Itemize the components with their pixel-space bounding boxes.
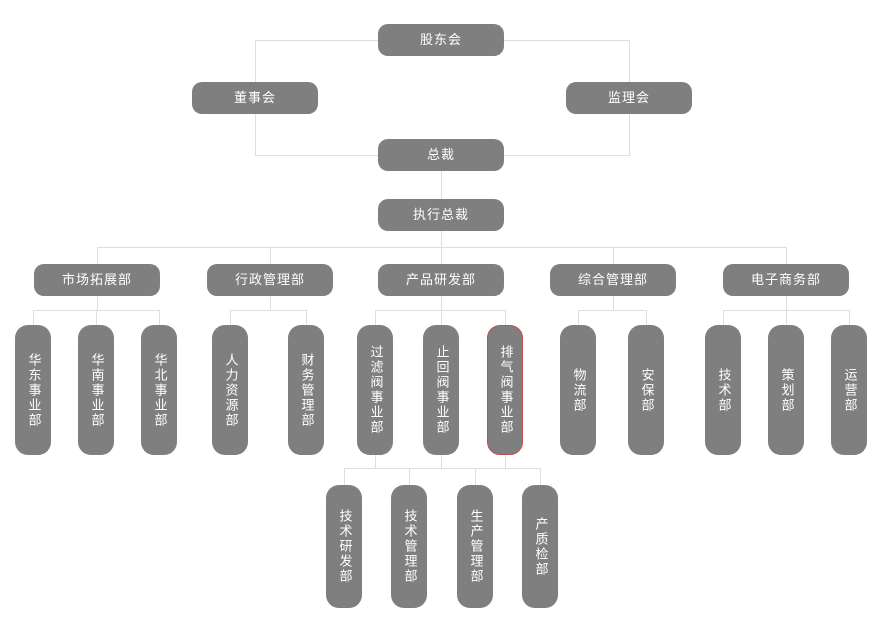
org-node-operations-dept[interactable]: 运营部 — [831, 325, 867, 455]
org-node-tech-mgmt-dept[interactable]: 技术管理部 — [391, 485, 427, 608]
connector-line — [646, 310, 647, 325]
connector-line — [375, 310, 505, 311]
connector-line — [344, 468, 345, 485]
org-node-executive-president[interactable]: 执行总裁 — [378, 199, 504, 231]
org-node-shareholders[interactable]: 股东会 — [378, 24, 504, 56]
connector-line — [786, 310, 787, 325]
connector-line — [441, 455, 442, 468]
connector-line — [441, 310, 442, 325]
connector-line — [230, 310, 306, 311]
org-node-check-valve-division[interactable]: 止回阀事业部 — [423, 325, 459, 455]
connector-line — [306, 310, 307, 325]
connector-line — [375, 310, 376, 325]
connector-line — [409, 468, 410, 485]
org-node-tech-rd-dept[interactable]: 技术研发部 — [326, 485, 362, 608]
org-node-ecommerce-dept[interactable]: 电子商务部 — [723, 264, 849, 296]
connector-line — [504, 155, 630, 156]
connector-line — [441, 296, 442, 310]
org-node-north-china-division[interactable]: 华北事业部 — [141, 325, 177, 455]
connector-line — [578, 310, 646, 311]
connector-line — [441, 247, 442, 264]
org-node-supervisory[interactable]: 监理会 — [566, 82, 692, 114]
connector-line — [270, 296, 271, 310]
org-node-president[interactable]: 总裁 — [378, 139, 504, 171]
connector-line — [375, 455, 376, 468]
connector-line — [270, 247, 271, 264]
connector-line — [33, 310, 34, 325]
org-node-east-china-division[interactable]: 华东事业部 — [15, 325, 51, 455]
org-node-logistics-dept[interactable]: 物流部 — [560, 325, 596, 455]
org-node-filter-valve-division[interactable]: 过滤阀事业部 — [357, 325, 393, 455]
org-node-product-rd-dept[interactable]: 产品研发部 — [378, 264, 504, 296]
connector-line — [786, 296, 787, 310]
connector-line — [613, 247, 614, 264]
connector-line — [159, 310, 160, 325]
connector-line — [344, 468, 541, 469]
connector-line — [786, 247, 787, 264]
connector-line — [97, 296, 98, 310]
connector-line — [849, 310, 850, 325]
org-node-finance-dept[interactable]: 财务管理部 — [288, 325, 324, 455]
org-node-prod-mgmt-dept[interactable]: 生产管理部 — [457, 485, 493, 608]
connector-line — [255, 155, 379, 156]
org-node-hr-dept[interactable]: 人力资源部 — [212, 325, 248, 455]
org-node-security-dept[interactable]: 安保部 — [628, 325, 664, 455]
connector-line — [578, 310, 579, 325]
connector-line — [540, 468, 541, 485]
org-node-exhaust-valve-division[interactable]: 排气阀事业部 — [487, 325, 523, 455]
org-node-board[interactable]: 董事会 — [192, 82, 318, 114]
connector-line — [230, 310, 231, 325]
connector-line — [441, 171, 442, 199]
org-node-quality-inspection-dept[interactable]: 产质检部 — [522, 485, 558, 608]
connector-line — [255, 40, 379, 41]
org-node-market-dept[interactable]: 市场拓展部 — [34, 264, 160, 296]
connector-line — [97, 247, 98, 264]
connector-line — [504, 40, 630, 41]
connector-line — [475, 468, 476, 485]
org-node-planning-dept[interactable]: 策划部 — [768, 325, 804, 455]
connector-line — [613, 296, 614, 310]
connector-line — [505, 310, 506, 325]
connector-line — [97, 247, 787, 248]
org-node-south-china-division[interactable]: 华南事业部 — [78, 325, 114, 455]
org-node-admin-dept[interactable]: 行政管理部 — [207, 264, 333, 296]
connector-line — [723, 310, 724, 325]
connector-line — [441, 231, 442, 247]
org-node-tech-dept[interactable]: 技术部 — [705, 325, 741, 455]
org-node-general-mgmt-dept[interactable]: 综合管理部 — [550, 264, 676, 296]
connector-line — [505, 455, 506, 468]
connector-line — [96, 310, 97, 325]
